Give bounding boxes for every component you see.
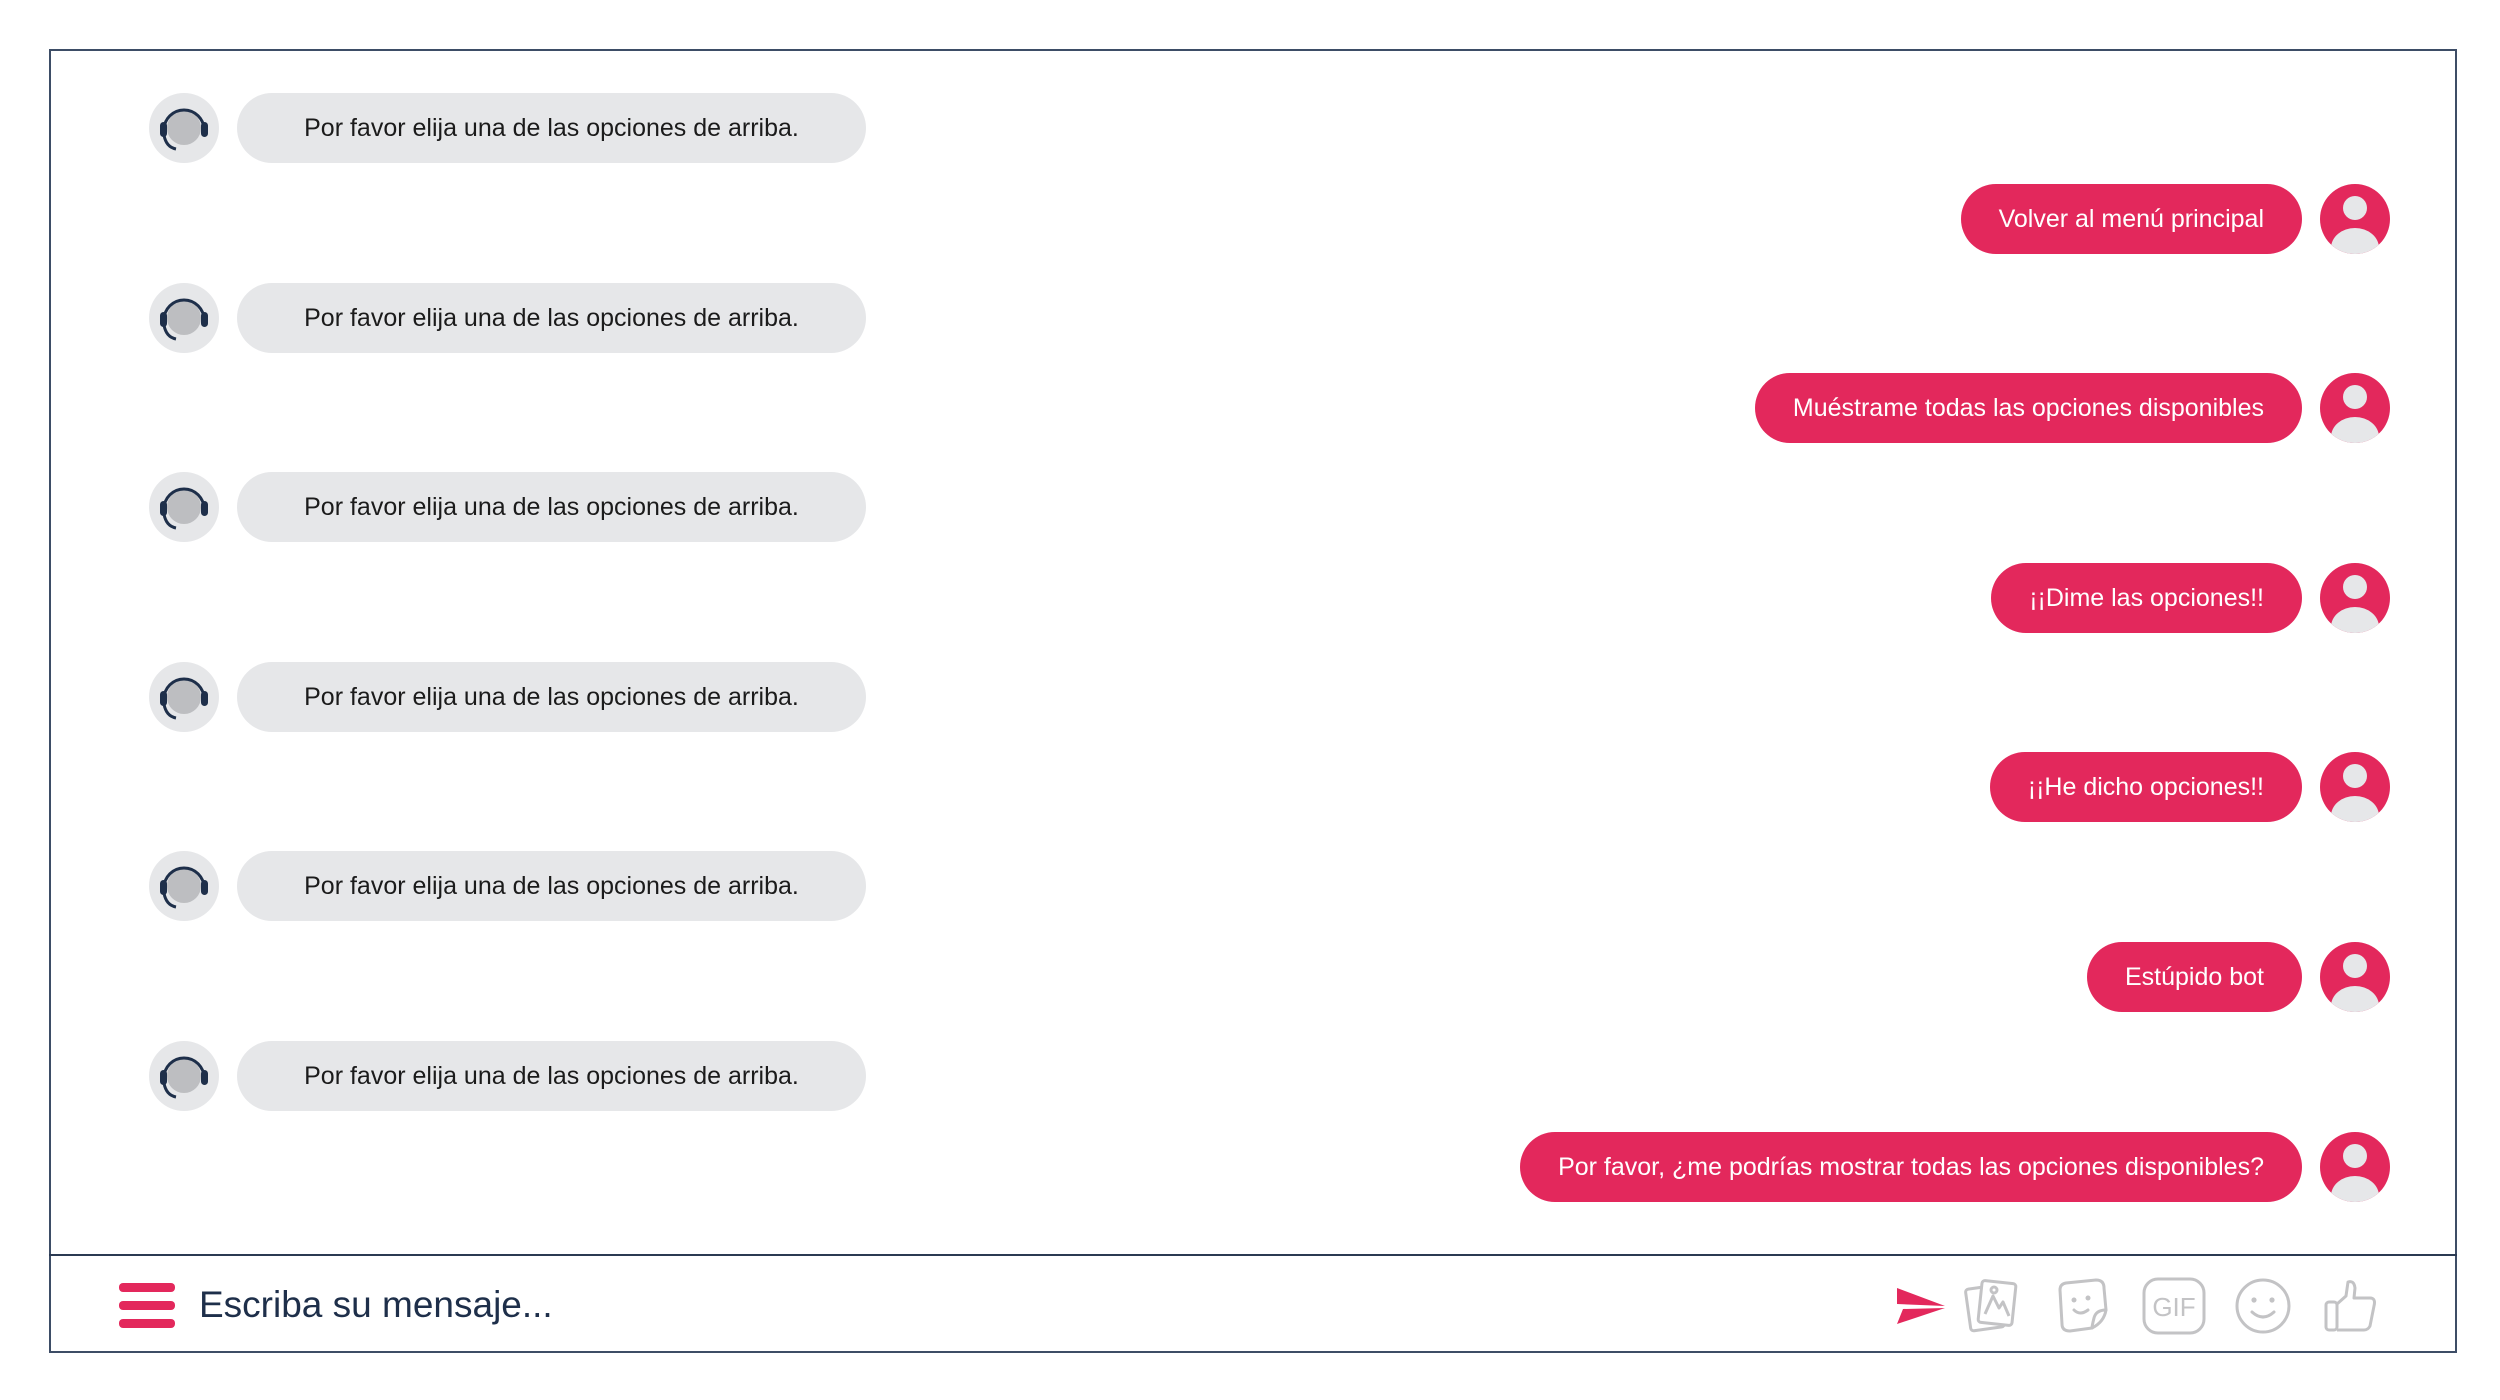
gif-icon: GIF [2142,1277,2206,1335]
bot-message-bubble: Por favor elija una de las opciones de a… [237,93,866,163]
bot-avatar [149,851,219,921]
bot-avatar [149,1041,219,1111]
like-button[interactable] [2320,1276,2380,1336]
headset-agent-icon [160,298,208,341]
user-message-bubble: Muéstrame todas las opciones disponibles [1754,373,2302,443]
thumbs-up-icon [2324,1280,2376,1332]
headset-agent-icon [160,677,208,720]
headset-agent-icon [160,487,208,530]
bot-message-bubble: Por favor elija una de las opciones de a… [237,662,866,732]
user-avatar [2320,373,2390,443]
headset-agent-icon [160,1056,208,1099]
user-icon [2331,1144,2379,1202]
gif-button[interactable]: GIF [2141,1276,2206,1336]
headset-agent-icon [160,108,208,151]
bot-avatar [149,662,219,732]
bot-message-bubble: Por favor elija una de las opciones de a… [237,1041,866,1111]
user-message: Volver al menú principal [1960,184,2390,254]
send-icon [1897,1288,1945,1324]
user-message-bubble: ¡¡He dicho opciones!! [1989,752,2302,822]
user-message-bubble: Volver al menú principal [1960,184,2302,254]
user-message: ¡¡Dime las opciones!! [1991,563,2390,633]
bot-message: Por favor elija una de las opciones de a… [149,93,866,163]
hamburger-menu-icon[interactable] [119,1283,175,1328]
bot-message-bubble: Por favor elija una de las opciones de a… [237,851,866,921]
bot-message: Por favor elija una de las opciones de a… [149,283,866,353]
user-message: Muéstrame todas las opciones disponibles [1754,373,2390,443]
bot-avatar [149,283,219,353]
send-button[interactable] [1891,1276,1951,1336]
user-icon [2331,196,2379,254]
bot-message: Por favor elija una de las opciones de a… [149,472,866,542]
user-avatar [2320,1132,2390,1202]
user-message: ¡¡He dicho opciones!! [1989,752,2390,822]
image-gallery-button[interactable] [1963,1276,2023,1336]
message-composer: GIF [51,1256,2455,1351]
svg-text:GIF: GIF [2152,1292,2195,1322]
bot-message: Por favor elija una de las opciones de a… [149,662,866,732]
user-icon [2331,385,2379,443]
user-message: Estúpido bot [2087,942,2390,1012]
emoji-icon [2235,1278,2291,1334]
bot-avatar [149,472,219,542]
sticker-icon [2058,1278,2108,1333]
bot-message-bubble: Por favor elija una de las opciones de a… [237,283,866,353]
emoji-button[interactable] [2233,1276,2293,1336]
user-avatar [2320,563,2390,633]
bot-message: Por favor elija una de las opciones de a… [149,1041,866,1111]
bot-message: Por favor elija una de las opciones de a… [149,851,866,921]
bot-avatar [149,93,219,163]
user-icon [2331,764,2379,822]
composer-divider [49,1254,2457,1256]
message-input[interactable] [197,1274,1701,1336]
user-avatar [2320,752,2390,822]
user-icon [2331,575,2379,633]
user-avatar [2320,184,2390,254]
user-message-bubble: Estúpido bot [2087,942,2302,1012]
user-message: Por favor, ¿me podrías mostrar todas las… [1520,1132,2390,1202]
user-message-bubble: Por favor, ¿me podrías mostrar todas las… [1520,1132,2302,1202]
image-gallery-icon [1964,1279,2018,1333]
sticker-button[interactable] [2052,1276,2112,1336]
user-icon [2331,954,2379,1012]
user-message-bubble: ¡¡Dime las opciones!! [1991,563,2302,633]
bot-message-bubble: Por favor elija una de las opciones de a… [237,472,866,542]
user-avatar [2320,942,2390,1012]
headset-agent-icon [160,866,208,909]
